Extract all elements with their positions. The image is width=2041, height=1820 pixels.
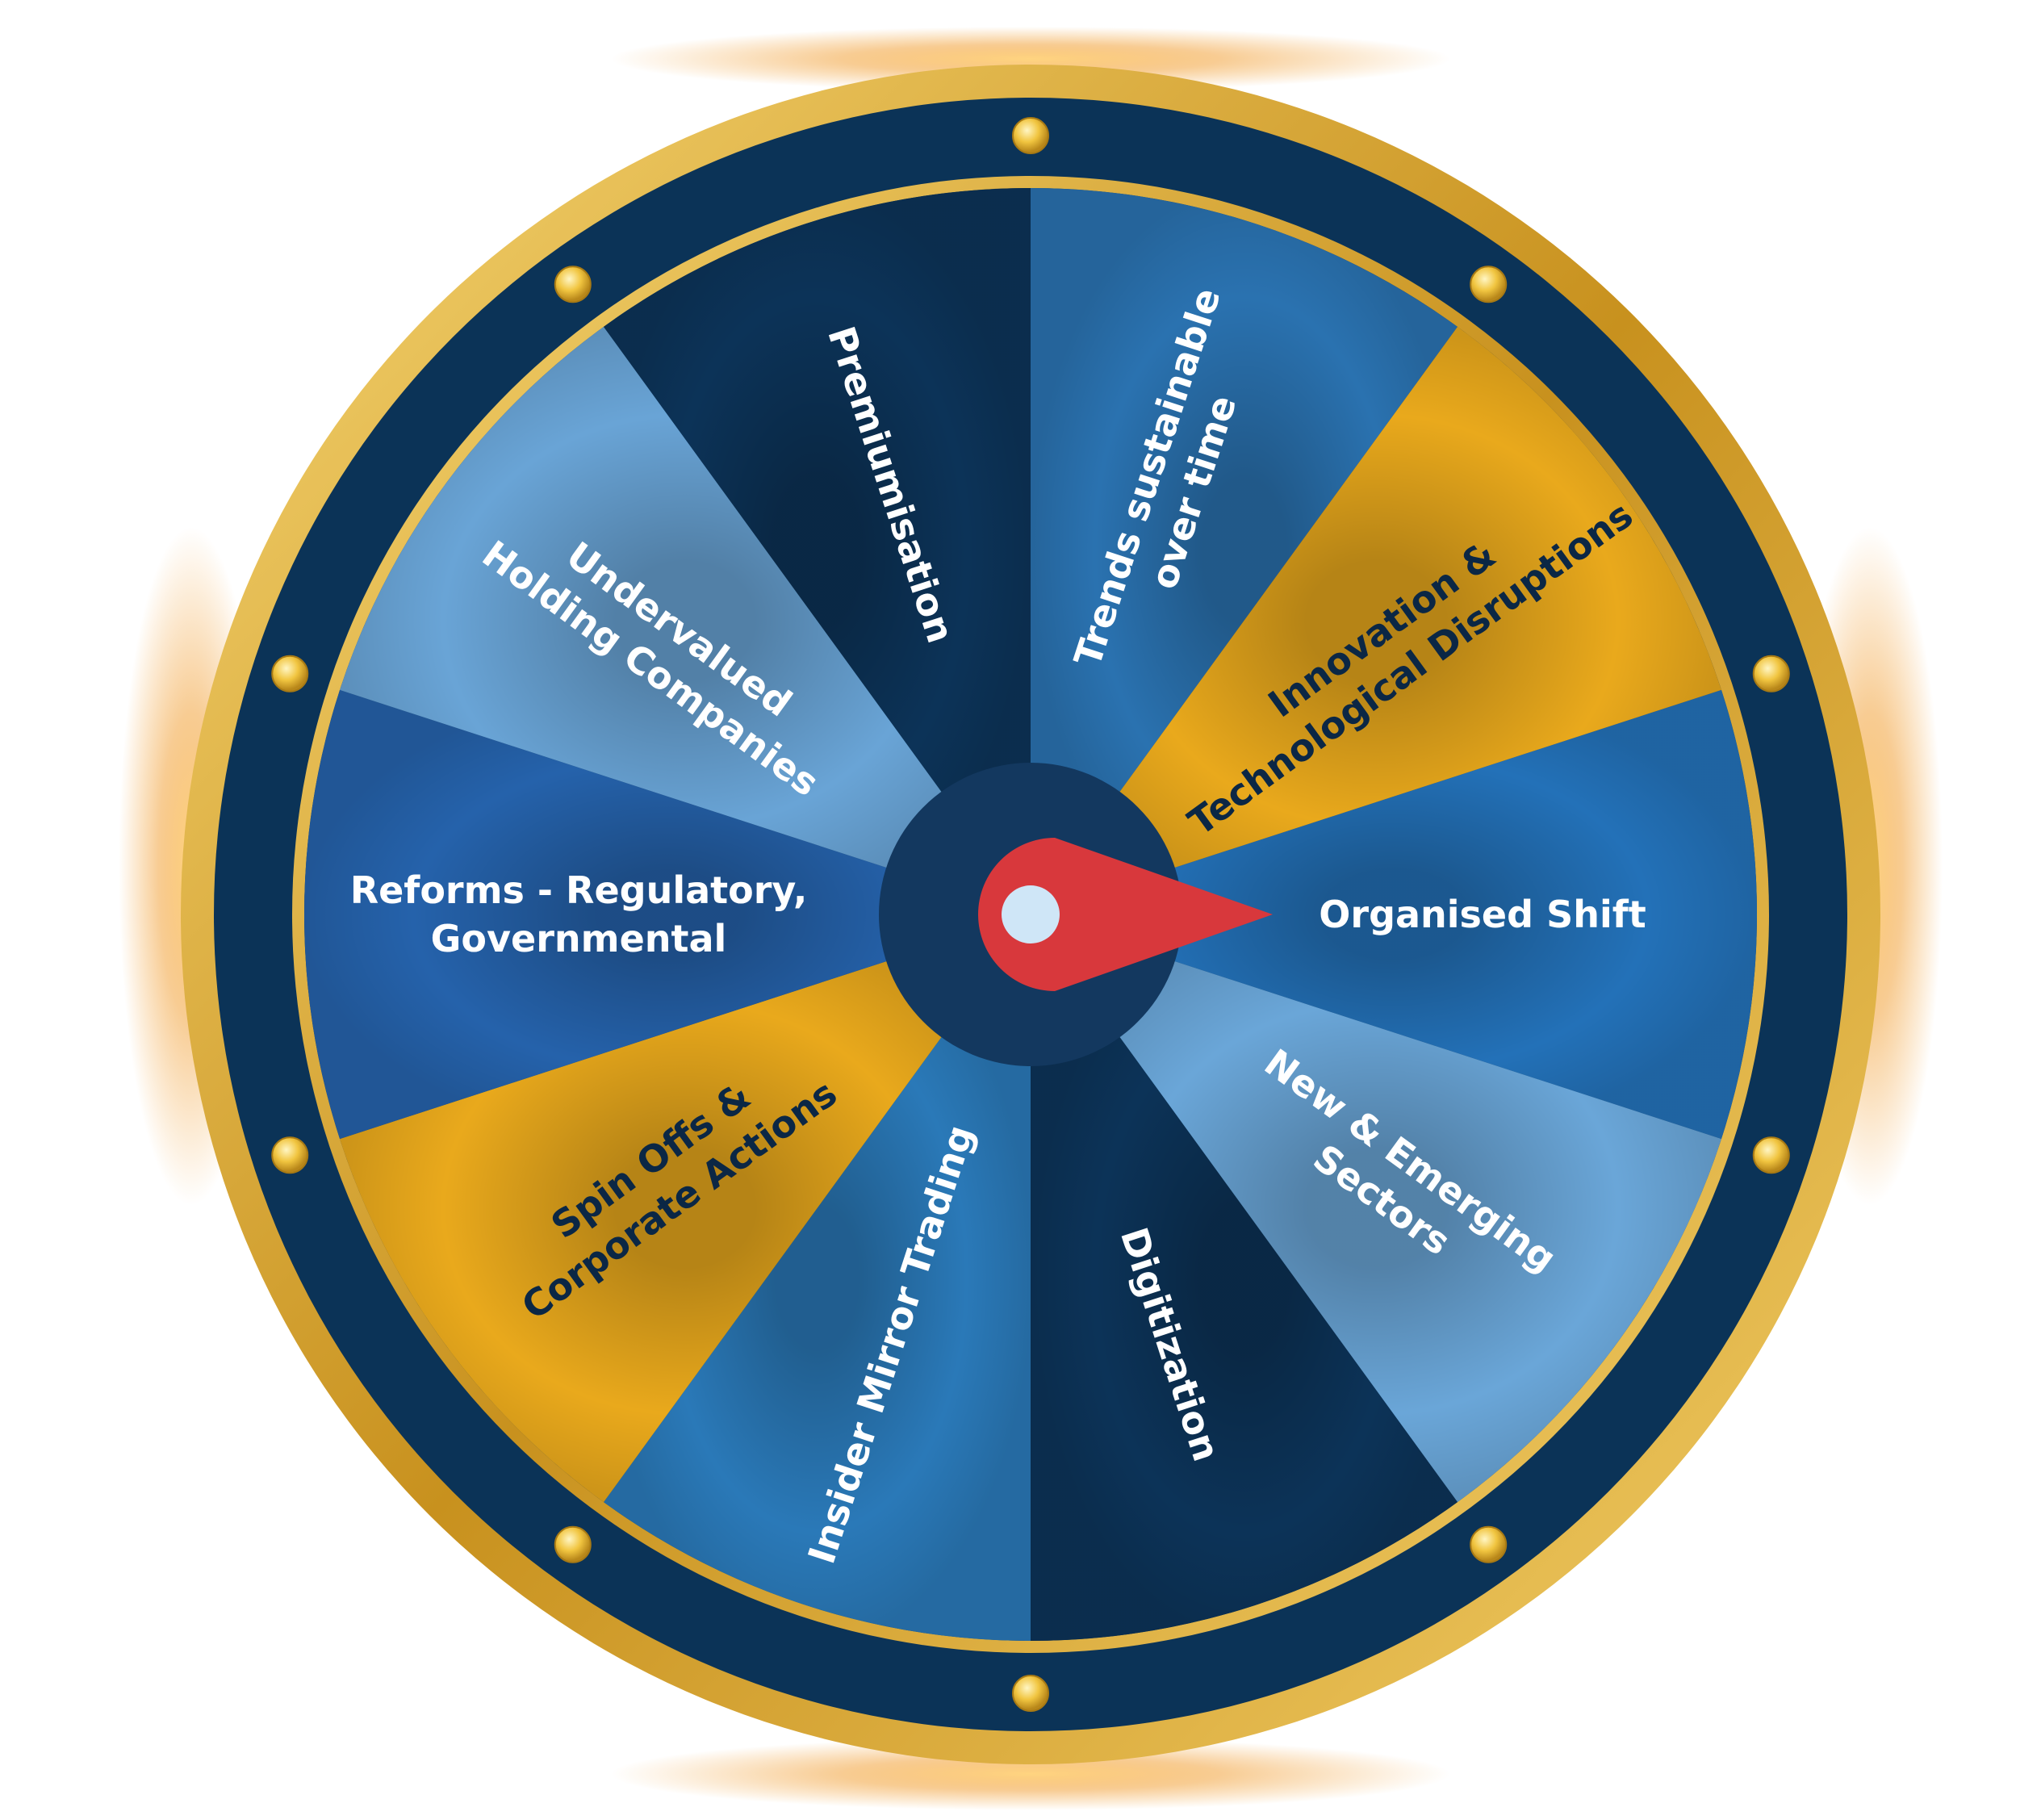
- rim-stud-0: [1012, 117, 1049, 154]
- segment-shade-undervalued-holding-companies: [340, 326, 1031, 914]
- glow-top: [611, 27, 1450, 91]
- segment-shade-digitization: [1031, 914, 1458, 1641]
- rim-stud-2: [1752, 655, 1790, 692]
- label-reforms-regulatory-governmental: Reforms - Regulatory, Governmental: [350, 868, 808, 960]
- wheel-segments: [304, 188, 1757, 1641]
- pointer-needle: [978, 838, 1273, 991]
- label-line-organised-shift-0: Organised Shift: [1319, 893, 1646, 936]
- segment-shade-spin-offs-corporate-actions: [340, 914, 1031, 1503]
- label-line-reforms-regulatory-governmental-0: Reforms - Regulatory,: [350, 868, 808, 912]
- glow-bottom: [611, 1738, 1450, 1810]
- segment-shade-innovation-technological-disruptions: [1031, 326, 1721, 914]
- segment-shade-new-emerging-sectors: [1031, 914, 1721, 1503]
- pointer-center-cap: [1002, 885, 1060, 943]
- label-organised-shift: Organised Shift: [1319, 893, 1646, 936]
- segment-shade-premiumisation: [603, 188, 1031, 914]
- rim-studs: [271, 117, 1790, 1712]
- segment-shade-insider-mirror-trading: [603, 914, 1031, 1641]
- rim-stud-8: [271, 655, 309, 692]
- rim-stud-9: [554, 266, 592, 303]
- rim-stud-5: [1012, 1675, 1049, 1712]
- rim-stud-6: [554, 1525, 592, 1563]
- rim-stud-4: [1470, 1525, 1508, 1563]
- rim-stud-1: [1470, 266, 1508, 303]
- segment-shade-organised-shift: [1031, 689, 1757, 1140]
- segment-shade-trends-sustainable-over-time: [1031, 188, 1458, 914]
- label-line-reforms-regulatory-governmental-1: Governmental: [431, 917, 727, 960]
- segment-shade-reforms-regulatory-governmental: [304, 689, 1031, 1140]
- wheel-hub: [879, 763, 1273, 1066]
- rim-stud-3: [1752, 1136, 1790, 1174]
- rim-stud-7: [271, 1136, 309, 1174]
